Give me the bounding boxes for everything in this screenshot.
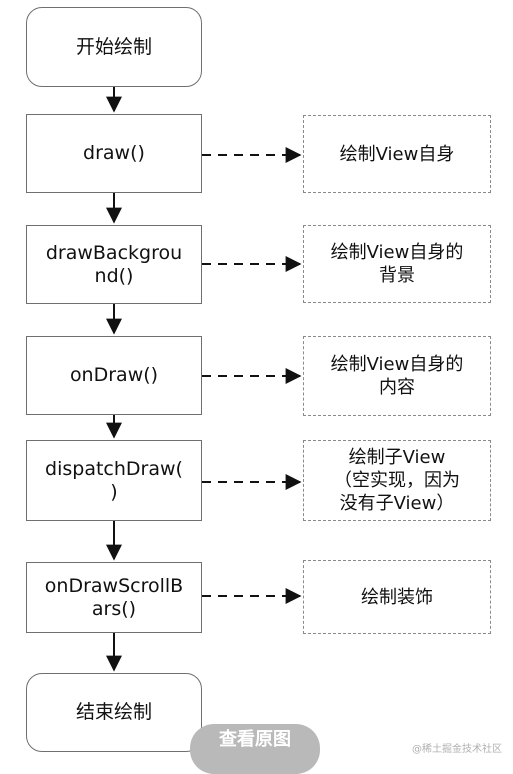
on-draw-node: onDraw(): [26, 336, 202, 415]
view-original-label: 查看原图: [219, 729, 291, 750]
draw-node: draw(): [26, 114, 202, 193]
watermark: @稀土掘金技术社区: [412, 744, 502, 755]
draw-note: 绘制View自身: [303, 115, 491, 193]
draw-background-note: 绘制View自身的 背景: [303, 225, 491, 303]
end-node: 结束绘制: [26, 673, 202, 752]
draw-background-node: drawBackgrou nd(): [26, 225, 202, 304]
dispatch-draw-note: 绘制子View （空实现，因为 没有子View）: [303, 440, 491, 521]
dispatch-draw-node: dispatchDraw( ): [26, 440, 202, 521]
on-draw-scrollbars-node: onDrawScrollB ars(): [26, 562, 202, 633]
start-node: 开始绘制: [26, 7, 202, 87]
on-draw-note: 绘制View自身的 内容: [303, 336, 491, 416]
view-original-button[interactable]: 查看原图: [190, 724, 320, 774]
scrollbars-note: 绘制装饰: [303, 560, 491, 634]
